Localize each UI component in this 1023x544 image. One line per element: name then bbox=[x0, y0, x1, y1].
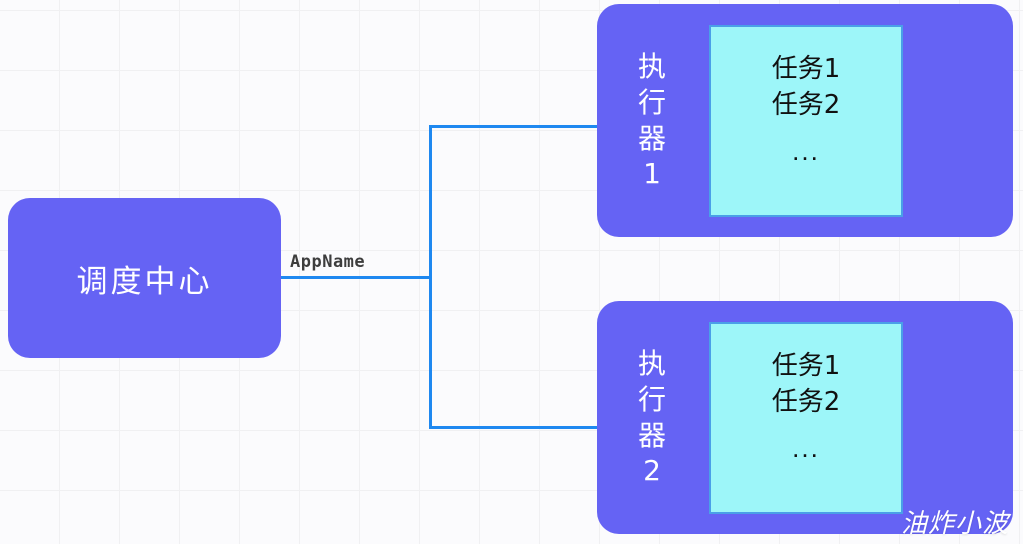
executor-1-task-more: ... bbox=[792, 136, 820, 167]
executor-1-char-0: 执 bbox=[637, 49, 666, 83]
node-scheduling-center-label: 调度中心 bbox=[76, 263, 213, 300]
executor-1-task-box: 任务1 任务2 ... bbox=[709, 24, 903, 217]
connector-segment-to-executor-2 bbox=[429, 426, 601, 429]
executor-2-char-1: 行 bbox=[637, 382, 666, 416]
connector-segment-vertical-trunk bbox=[429, 125, 432, 429]
executor-2-task-more: ... bbox=[792, 433, 820, 464]
connector-label-appname: AppName bbox=[290, 252, 366, 272]
executor-2-task-item: 任务2 bbox=[771, 387, 841, 418]
node-executor-1[interactable]: 执 行 器 1 任务1 任务2 ... bbox=[597, 4, 1013, 237]
connector-segment-to-executor-1 bbox=[429, 125, 601, 128]
executor-2-char-2: 器 bbox=[637, 418, 666, 452]
executor-1-task-item: 任务1 bbox=[771, 53, 841, 84]
node-executor-1-label: 执 行 器 1 bbox=[613, 49, 691, 192]
executor-2-char-3: 2 bbox=[643, 454, 661, 488]
executor-2-char-0: 执 bbox=[637, 346, 666, 380]
executor-1-char-1: 行 bbox=[637, 85, 666, 119]
executor-2-task-item: 任务1 bbox=[771, 350, 841, 381]
executor-1-char-2: 器 bbox=[637, 121, 666, 155]
watermark: 油炸小波 bbox=[900, 509, 1009, 539]
executor-2-task-box: 任务1 任务2 ... bbox=[709, 321, 903, 514]
node-scheduling-center[interactable]: 调度中心 bbox=[8, 198, 281, 358]
executor-1-task-item: 任务2 bbox=[771, 90, 841, 121]
node-executor-2[interactable]: 执 行 器 2 任务1 任务2 ... bbox=[597, 301, 1013, 534]
executor-1-char-3: 1 bbox=[643, 157, 661, 191]
node-executor-2-label: 执 行 器 2 bbox=[613, 346, 691, 489]
connector-segment-center-to-trunk bbox=[277, 276, 432, 279]
